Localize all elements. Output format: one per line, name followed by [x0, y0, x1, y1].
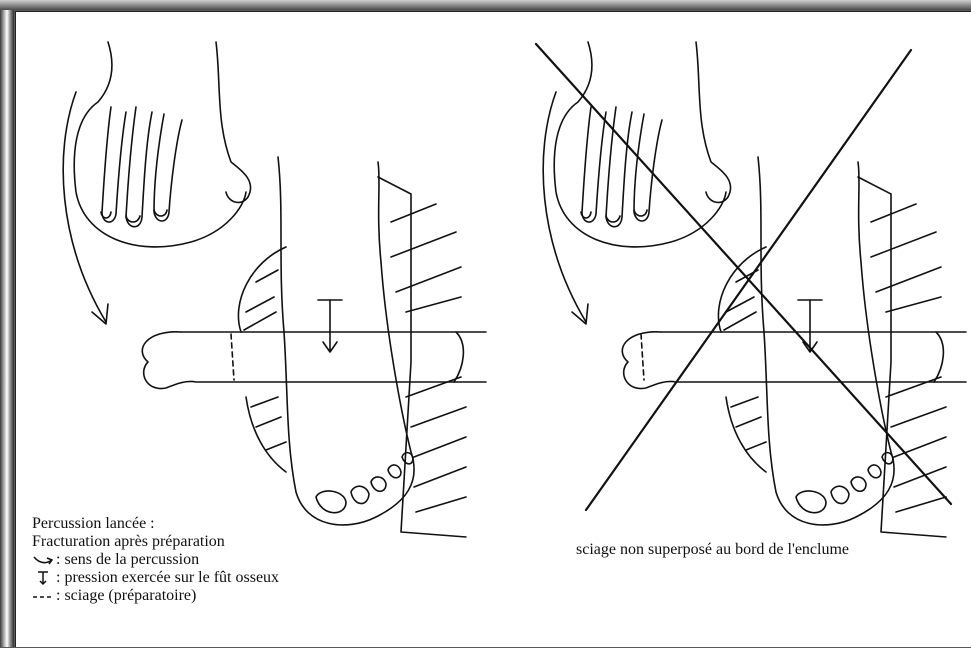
illustration-panel: Percussion lancée : Fracturation après p… [15, 11, 971, 647]
foot-right [758, 157, 894, 525]
hand-left [74, 42, 250, 247]
long-bone-left [142, 332, 486, 389]
curved-arrow-icon [32, 552, 56, 568]
right-scene [536, 42, 966, 537]
hand-right [554, 42, 730, 247]
left-scene [63, 42, 486, 537]
pressure-arrow-icon [32, 570, 56, 586]
caption-line-title: Percussion lancée : [32, 515, 279, 533]
legend-item-percussion: : sens de la percussion [32, 551, 279, 569]
legend-text-pressure: : pression exercée sur le fût osseux [56, 569, 279, 587]
contact-hatching-right [718, 247, 766, 472]
swing-arrow-left [63, 92, 108, 324]
right-caption: sciage non superposé au bord de l'enclum… [576, 541, 849, 559]
pressure-arrow-left [318, 300, 342, 352]
legend-text-sawing: : sciage (préparatoire) [56, 587, 196, 605]
pressure-arrow-right [798, 300, 822, 352]
window-top-edge [0, 0, 971, 10]
caption-line-subtitle: Fracturation après préparation [32, 533, 279, 551]
window-left-edge [0, 0, 14, 647]
anvil-hatching-left [378, 177, 466, 537]
left-caption: Percussion lancée : Fracturation après p… [32, 515, 279, 605]
foot-left [278, 157, 414, 525]
legend-item-pressure: : pression exercée sur le fût osseux [32, 569, 279, 587]
contact-hatching-left [238, 247, 286, 472]
legend-item-sawing: : sciage (préparatoire) [32, 587, 279, 605]
dashed-line-icon [32, 588, 56, 604]
long-bone-right [622, 332, 966, 389]
legend-text-percussion: : sens de la percussion [56, 551, 199, 569]
swing-arrow-right [543, 92, 588, 324]
